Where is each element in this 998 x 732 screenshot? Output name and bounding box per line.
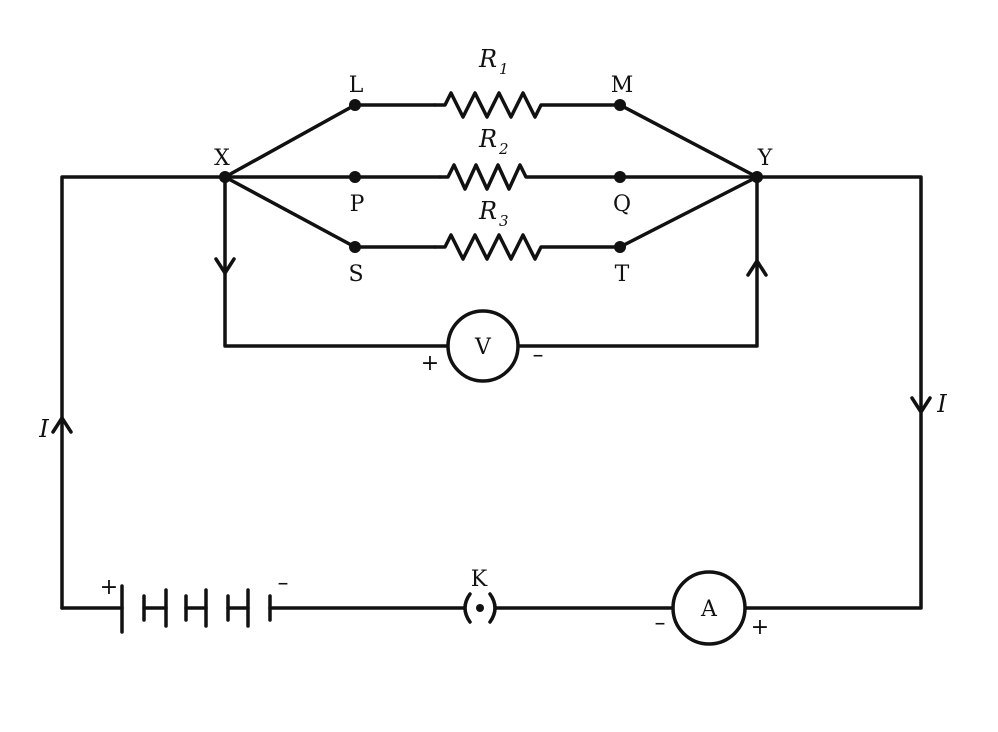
node-m-label: M bbox=[611, 73, 634, 98]
resistor-r1-zigzag bbox=[433, 91, 759, 179]
parallel-branches bbox=[223, 91, 759, 261]
battery: + – bbox=[100, 571, 289, 634]
node-t-label: T bbox=[615, 262, 630, 287]
resistor-r3-zigzag bbox=[433, 175, 759, 261]
wire-right bbox=[743, 175, 923, 610]
current-label-left: I bbox=[38, 415, 49, 443]
key: K bbox=[463, 567, 497, 624]
ammeter-group: A – + bbox=[655, 570, 769, 646]
ammeter bbox=[671, 570, 747, 646]
node-t-dot bbox=[614, 241, 626, 253]
node-p-dot bbox=[349, 171, 361, 183]
main-circuit-wires bbox=[60, 175, 923, 610]
node-p-label: P bbox=[350, 192, 365, 217]
resistor-r2-zigzag bbox=[438, 163, 759, 191]
current-arrow-up-left bbox=[51, 416, 73, 434]
arrow-up-right bbox=[746, 259, 768, 277]
battery-plus-sign: + bbox=[100, 575, 118, 600]
node-x-dot bbox=[219, 171, 231, 183]
resistor-r3-label: R bbox=[478, 197, 497, 225]
voltmeter-wire-left bbox=[223, 175, 450, 348]
junction-dots bbox=[219, 99, 763, 253]
wire-left bbox=[60, 175, 227, 610]
node-y-label: Y bbox=[757, 146, 773, 171]
key-plug-dot bbox=[476, 604, 484, 612]
resistor-r1-label: R bbox=[478, 45, 497, 73]
branch-bottom bbox=[223, 175, 437, 249]
voltmeter-label: V bbox=[474, 335, 492, 360]
key-right-bracket bbox=[488, 592, 497, 624]
node-s-label: S bbox=[348, 262, 363, 287]
node-m-dot bbox=[614, 99, 626, 111]
voltmeter-plus-sign: + bbox=[421, 351, 439, 376]
node-l-label: L bbox=[349, 73, 364, 98]
ammeter-plus-sign: + bbox=[751, 615, 769, 640]
voltmeter-minus-sign: – bbox=[533, 343, 544, 368]
key-left-bracket bbox=[463, 592, 472, 624]
voltmeter-wire-right bbox=[516, 175, 759, 348]
resistor-r2-label: R bbox=[478, 125, 497, 153]
ammeter-minus-sign: – bbox=[655, 611, 666, 636]
node-l-dot bbox=[349, 99, 361, 111]
current-indicators: I I bbox=[38, 390, 947, 443]
resistor-r3-subscript: 3 bbox=[499, 212, 509, 230]
node-x-label: X bbox=[214, 146, 230, 171]
resistor-r1-subscript: 1 bbox=[499, 60, 509, 78]
voltmeter bbox=[446, 309, 520, 383]
node-q-dot bbox=[614, 171, 626, 183]
voltmeter-branch: V + – bbox=[214, 175, 768, 383]
node-y-dot bbox=[751, 171, 763, 183]
current-arrow-down-right bbox=[910, 396, 932, 414]
node-s-dot bbox=[349, 241, 361, 253]
ammeter-label: A bbox=[700, 597, 718, 622]
arrow-down-left bbox=[214, 257, 236, 275]
key-label: K bbox=[471, 567, 488, 592]
current-label-right: I bbox=[936, 390, 947, 418]
battery-minus-sign: – bbox=[278, 571, 289, 596]
resistor-r2-subscript: 2 bbox=[498, 140, 509, 158]
branch-top bbox=[223, 103, 437, 179]
node-labels: X Y L M P Q S T bbox=[214, 73, 773, 287]
node-q-label: Q bbox=[613, 192, 631, 217]
resistor-labels: R 1 R 2 R 3 bbox=[478, 45, 509, 230]
